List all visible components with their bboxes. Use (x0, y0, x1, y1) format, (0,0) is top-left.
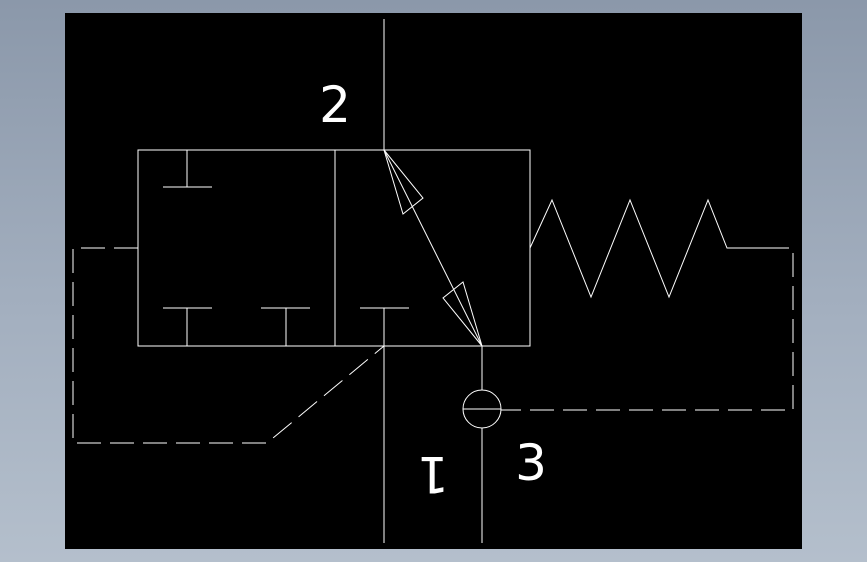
flow-arrowhead-up (383, 149, 424, 215)
return-spring (529, 198, 765, 299)
drawing-viewport[interactable]: 2 3 1 (65, 13, 802, 549)
pilot-line-left (72, 247, 385, 444)
pilot-circle-symbol (462, 389, 502, 429)
blocked-port-left-bottom-1 (163, 307, 212, 346)
blocked-port-right-bottom (360, 307, 409, 346)
port-label-2: 2 (319, 76, 351, 134)
blocked-port-left-top (163, 150, 212, 188)
pilot-line-right (501, 247, 794, 411)
flow-path-arrow (383, 149, 483, 347)
valve-envelope-left (137, 149, 336, 347)
flow-arrowhead-down (442, 281, 483, 347)
blocked-port-left-bottom-2 (261, 307, 310, 346)
port-label-3: 3 (515, 434, 547, 492)
port-label-1: 1 (417, 445, 449, 503)
valve-symbol-drawing: 2 3 1 (72, 19, 794, 543)
